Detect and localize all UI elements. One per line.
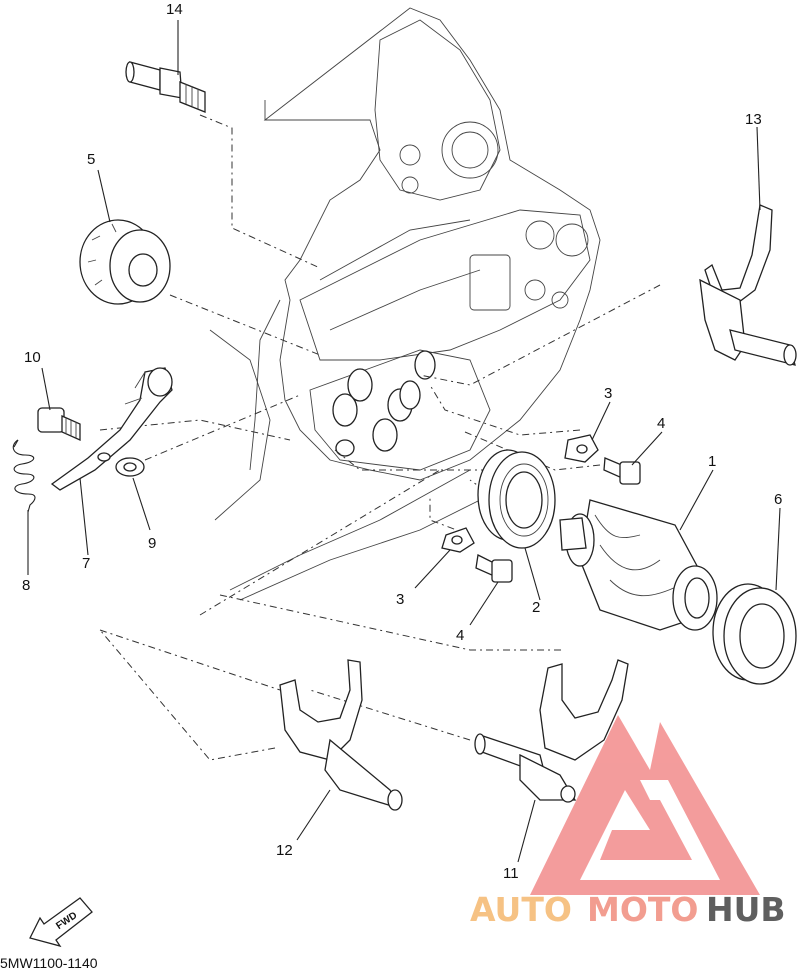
callout-3-upper: 3 xyxy=(604,385,612,402)
crankcase-housing xyxy=(209,7,601,601)
bearing-part-2 xyxy=(477,449,556,549)
alignment-lines xyxy=(99,114,661,761)
callout-10: 10 xyxy=(24,349,41,366)
shift-drum-part-1 xyxy=(559,499,718,631)
callout-11: 11 xyxy=(503,865,519,882)
callout-5: 5 xyxy=(87,151,95,168)
callout-14: 14 xyxy=(166,1,183,18)
callout-6: 6 xyxy=(774,491,782,508)
callout-12: 12 xyxy=(276,842,293,859)
leader-lines xyxy=(27,20,781,863)
callout-numbers: 14 5 13 10 3 4 1 6 8 7 9 3 2 4 12 11 xyxy=(22,1,782,882)
callout-9: 9 xyxy=(148,535,156,552)
automotohub-watermark: AUTO MOTO HUB xyxy=(470,715,786,929)
watermark-hub: HUB xyxy=(706,890,786,929)
spring-part-8 xyxy=(12,439,36,513)
bolt-part-10 xyxy=(37,407,81,442)
watermark-auto: AUTO xyxy=(470,890,572,929)
bearing-part-6 xyxy=(712,583,797,685)
callout-8: 8 xyxy=(22,577,30,594)
plate-part-3-upper xyxy=(564,434,599,463)
callout-3-lower: 3 xyxy=(396,591,404,608)
plate-part-3-lower xyxy=(441,527,475,553)
callout-13: 13 xyxy=(745,111,762,128)
shift-fork-part-13 xyxy=(699,204,797,366)
callout-2: 2 xyxy=(532,599,540,616)
callout-4-upper: 4 xyxy=(657,415,665,432)
screw-part-4-lower xyxy=(475,554,513,583)
screw-part-4-upper xyxy=(603,457,641,485)
shift-fork-part-12 xyxy=(279,659,403,811)
segment-part-5 xyxy=(79,219,171,305)
reference-code: 5MW1100-1140 xyxy=(0,955,98,971)
callout-4-lower: 4 xyxy=(456,627,464,644)
fwd-arrow: FWD xyxy=(29,897,93,948)
shift-fork-part-11 xyxy=(474,659,629,803)
watermark-logo-mark xyxy=(530,715,760,895)
watermark-moto: MOTO xyxy=(587,890,698,929)
shift-arm-part-7 xyxy=(50,367,173,491)
callout-1: 1 xyxy=(708,453,716,470)
callout-7: 7 xyxy=(82,555,90,572)
washer-part-9 xyxy=(115,457,145,477)
bolt-part-14 xyxy=(125,61,206,113)
